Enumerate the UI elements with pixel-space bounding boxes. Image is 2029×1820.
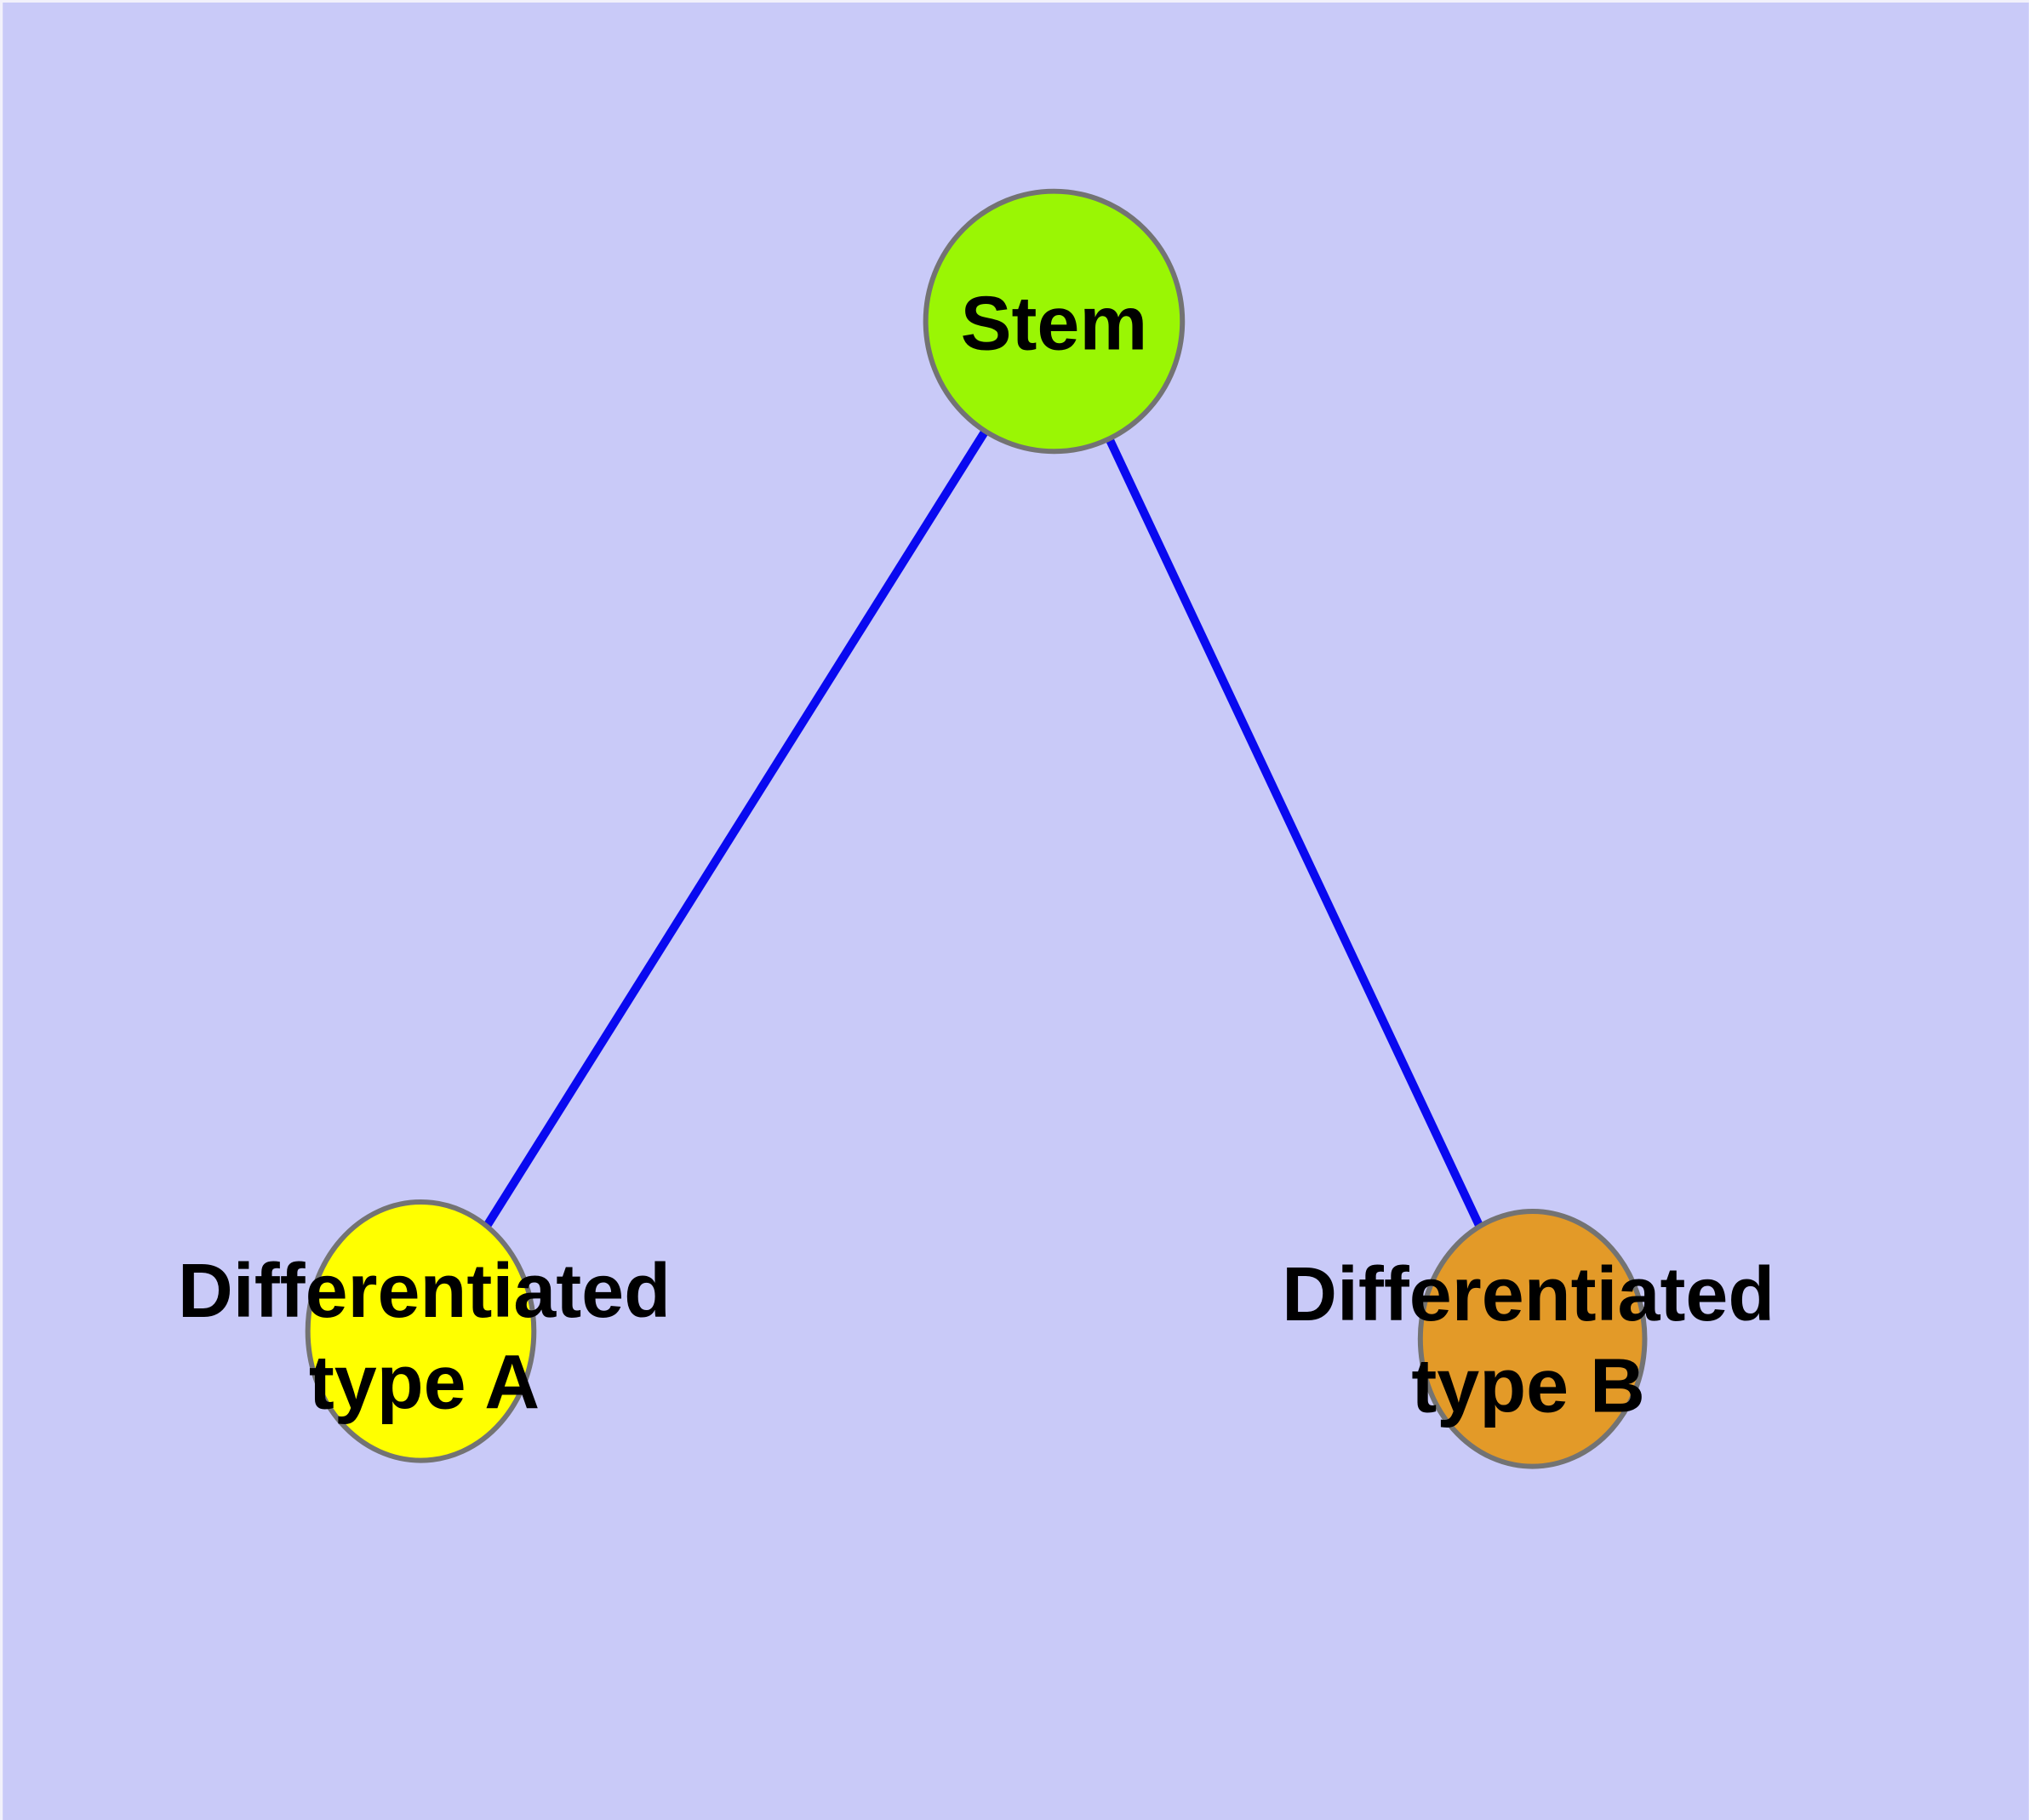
edge-stem-to-type-b bbox=[1049, 319, 1537, 1341]
node-differentiated-type-a: Differentiated type A bbox=[178, 1199, 671, 1463]
stem-node-circle bbox=[923, 188, 1186, 455]
stem-node-label: Stem bbox=[961, 281, 1148, 366]
type-b-node-label-line2: type B bbox=[1411, 1344, 1645, 1429]
type-b-node-circle bbox=[1417, 1209, 1648, 1469]
type-a-node-label-line2: type A bbox=[309, 1341, 540, 1426]
node-differentiated-type-b: Differentiated type B bbox=[1282, 1209, 1775, 1469]
graph-svg: Stem Differentiated type A Differentiate… bbox=[3, 3, 2029, 1820]
node-stem: Stem bbox=[923, 188, 1186, 455]
type-a-node-circle bbox=[305, 1199, 537, 1463]
edge-stem-to-type-a bbox=[417, 318, 1058, 1334]
type-b-node-label-line1: Differentiated bbox=[1282, 1252, 1775, 1337]
type-a-node-label-line1: Differentiated bbox=[178, 1249, 671, 1334]
